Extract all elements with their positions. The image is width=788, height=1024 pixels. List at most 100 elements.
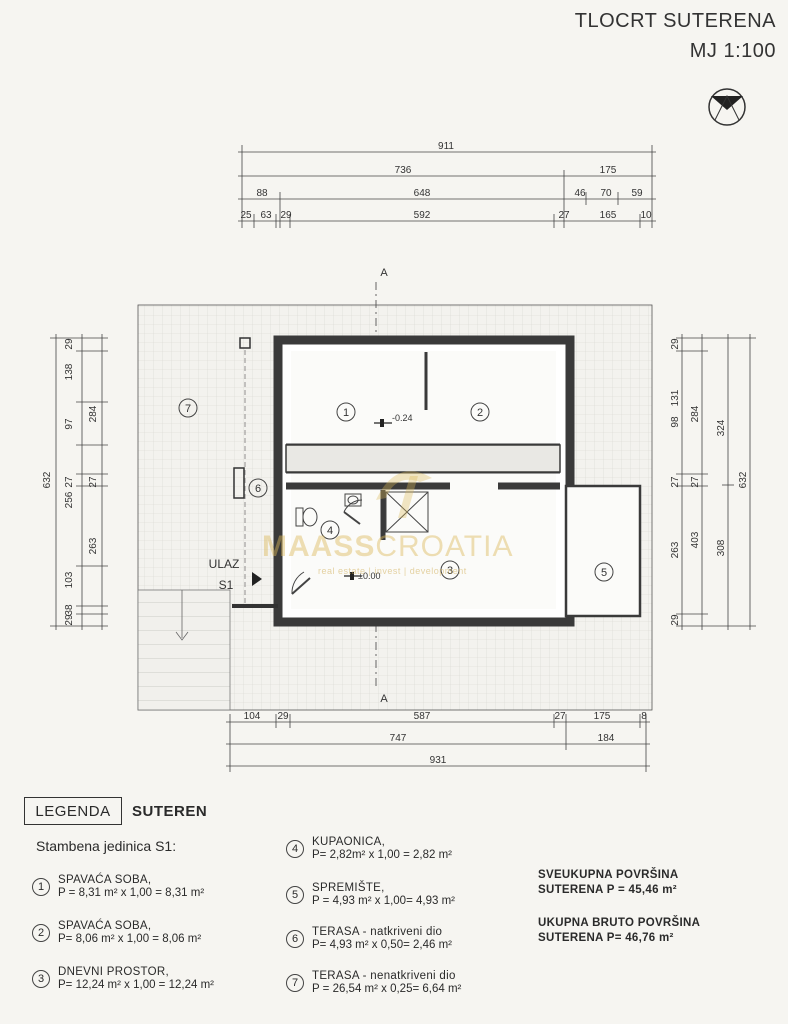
- dimension-label: 911: [438, 141, 454, 152]
- entrance-arrow-icon: [252, 572, 262, 586]
- dimension-label: 632: [42, 471, 53, 488]
- dimension-label: 63: [260, 210, 272, 221]
- dimension-label: 632: [738, 471, 749, 488]
- dimension-label: 29: [280, 210, 292, 221]
- room-number-1: 1: [343, 407, 349, 419]
- dimension-label: 587: [414, 711, 431, 722]
- dimension-label: 25: [240, 210, 252, 221]
- entrance-unit-label: S1: [219, 578, 234, 592]
- dimension-label: 98: [670, 416, 681, 428]
- right-dimensions: [676, 334, 756, 630]
- legend-item-3: 3 DNEVNI PROSTOR,P= 12,24 m² x 1,00 = 12…: [32, 966, 214, 992]
- legend-item-number: 5: [286, 886, 304, 904]
- room-number-6: 6: [255, 483, 261, 495]
- dimension-label: 931: [430, 755, 447, 766]
- summary-total: SVEUKUPNA POVRŠINA SUTERENA P = 45,46 m²: [538, 868, 678, 898]
- dimension-label: 131: [670, 389, 681, 406]
- legend-item-5: 5 SPREMIŠTE,P = 4,93 m² x 1,00= 4,93 m²: [286, 882, 455, 908]
- dimension-label: 27: [670, 476, 681, 488]
- legend-item-formula: P= 12,24 m² x 1,00 = 12,24 m²: [58, 979, 214, 991]
- dimension-label: 27: [558, 210, 570, 221]
- dimension-label: 104: [244, 711, 261, 722]
- summary-total-label: SVEUKUPNA POVRŠINA: [538, 869, 679, 881]
- dimension-label: 184: [598, 733, 615, 744]
- legend-item-4: 4 KUPAONICA,P= 2,82m² x 1,00 = 2,82 m²: [286, 836, 452, 862]
- summary-gross-value: SUTERENA P= 46,76 m²: [538, 932, 674, 944]
- dimension-label: 97: [64, 418, 75, 430]
- dimension-label: 10: [640, 210, 652, 221]
- drawing-scale: MJ 1:100: [689, 40, 776, 62]
- legend-item-number: 6: [286, 930, 304, 948]
- summary-gross-label: UKUPNA BRUTO POVRŠINA: [538, 917, 701, 929]
- legend-item-1: 1 SPAVAĆA SOBA,P = 8,31 m² x 1,00 = 8,31…: [32, 874, 204, 900]
- dimension-label: 29: [670, 614, 681, 626]
- summary-gross: UKUPNA BRUTO POVRŠINA SUTERENA P= 46,76 …: [538, 916, 700, 946]
- legend-item-formula: P = 8,31 m² x 1,00 = 8,31 m²: [58, 887, 205, 899]
- dimension-label: 138: [64, 363, 75, 380]
- summary-total-value: SUTERENA P = 45,46 m²: [538, 884, 677, 896]
- legend-item-name: TERASA - natkriveni dio: [312, 926, 443, 938]
- dimension-label: 592: [414, 210, 431, 221]
- room-markers: [178, 398, 614, 582]
- dimension-label: 263: [670, 541, 681, 558]
- legend-item-number: 4: [286, 840, 304, 858]
- legend-item-number: 1: [32, 878, 50, 896]
- level-label-upper: -0.24: [392, 413, 413, 423]
- north-arrow-icon: [708, 88, 746, 126]
- dimension-label: 46: [574, 188, 586, 199]
- legend-item-name: SPAVAĆA SOBA,: [58, 874, 152, 886]
- watermark-tagline: real estate | invest | development: [318, 566, 467, 576]
- dimension-label: 27: [88, 476, 99, 488]
- room-number-4: 4: [327, 525, 333, 537]
- dimension-label: 29: [64, 338, 75, 350]
- dimension-label: 747: [390, 733, 407, 744]
- dimension-label: 27: [690, 476, 701, 488]
- dimension-label: 648: [414, 188, 431, 199]
- legend-item-name: SPAVAĆA SOBA,: [58, 920, 152, 932]
- legend-item-2: 2 SPAVAĆA SOBA,P= 8,06 m² x 1,00 = 8,06 …: [32, 920, 201, 946]
- floor-plan-drawing: 9117361758864846705925632959227165101042…: [42, 88, 756, 772]
- left-dimensions: [50, 334, 108, 630]
- stairs: [137, 589, 231, 711]
- dimension-label: 27: [64, 476, 75, 488]
- dimension-label: 38: [64, 604, 75, 616]
- drawing-title: TLOCRT SUTERENA: [574, 10, 776, 32]
- legend-item-number: 2: [32, 924, 50, 942]
- legend-item-name: TERASA - nenatkriveni dio: [312, 970, 456, 982]
- dimension-label: 175: [594, 711, 611, 722]
- top-dimensions: [238, 145, 656, 228]
- dimension-label: 403: [690, 531, 701, 548]
- room-number-5: 5: [601, 567, 607, 579]
- legend-item-name: SPREMIŠTE,: [312, 882, 385, 894]
- level-label-lower: ±0.00: [358, 571, 380, 581]
- room-number-7: 7: [185, 403, 191, 415]
- dimension-label: 29: [670, 338, 681, 350]
- dimension-label: 103: [64, 571, 75, 588]
- watermark-logo-icon: [376, 471, 432, 518]
- bottom-dimensions: [226, 714, 650, 772]
- dimension-label: 256: [64, 491, 75, 508]
- dimension-label: 175: [600, 165, 617, 176]
- legend-item-number: 7: [286, 974, 304, 992]
- watermark-brand: MAASSCROATIA: [262, 530, 514, 563]
- dimension-label: 70: [600, 188, 612, 199]
- dimension-label: 59: [631, 188, 643, 199]
- dimension-label: 165: [600, 210, 617, 221]
- dimension-label: 263: [88, 537, 99, 554]
- room-number-2: 2: [477, 407, 483, 419]
- building-walls: [273, 335, 642, 627]
- dimension-label: 324: [716, 419, 727, 436]
- dimension-label: 736: [395, 165, 412, 176]
- dimension-label: 8: [641, 711, 647, 722]
- dimension-label: 284: [690, 405, 701, 422]
- legend-item-name: KUPAONICA,: [312, 836, 386, 848]
- dimension-label: 29: [64, 614, 75, 626]
- bathroom-fixtures: [291, 491, 429, 595]
- legend-item-formula: P= 8,06 m² x 1,00 = 8,06 m²: [58, 933, 202, 945]
- legend-item-number: 3: [32, 970, 50, 988]
- legend-section-title: SUTEREN: [132, 803, 208, 820]
- legend-item-formula: P = 4,93 m² x 1,00= 4,93 m²: [312, 895, 455, 907]
- dimension-label: 27: [554, 711, 566, 722]
